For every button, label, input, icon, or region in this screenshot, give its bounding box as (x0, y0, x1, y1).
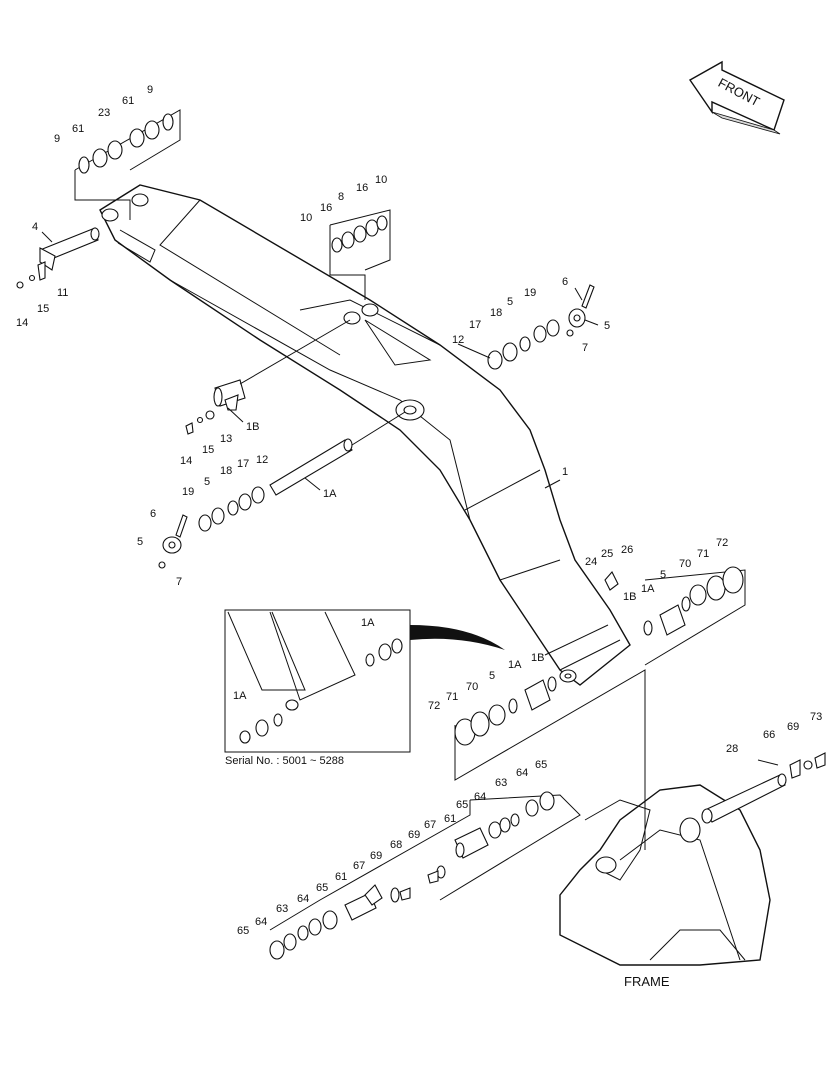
callout-69: 69 (370, 850, 382, 862)
callout-65: 65 (456, 799, 468, 811)
callout-10: 5 (507, 296, 513, 308)
callout-1A: 1A (361, 617, 375, 629)
callout-1A: 1A (508, 659, 522, 671)
callout-22: 19 (182, 486, 194, 498)
callout-64: 64 (516, 767, 528, 779)
callout-12: 9 (147, 84, 153, 96)
callout-64: 64 (474, 791, 486, 803)
callout-70: 70 (466, 681, 478, 693)
callout-64: 64 (297, 893, 309, 905)
callout-20: 17 (237, 458, 249, 470)
callout-17: 14 (180, 455, 192, 467)
callout-23: 23 (98, 107, 110, 119)
callout-16: 13 (220, 433, 232, 445)
callout-21: 18 (220, 465, 232, 477)
callout-4: 1A (323, 488, 337, 500)
callout-8: 6 (150, 508, 156, 520)
callout-67: 67 (424, 819, 436, 831)
callout-15: 12 (256, 454, 268, 466)
serial-inset (224, 609, 505, 753)
callout-61: 28 (726, 743, 738, 755)
callout-17: 14 (16, 317, 28, 329)
callout-26: 26 (621, 544, 633, 556)
callout-69: 69 (787, 721, 799, 733)
callout-21: 18 (490, 307, 502, 319)
callout-7: 5 (137, 536, 143, 548)
callout-1A: 1A (641, 583, 655, 595)
callout-70: 70 (679, 558, 691, 570)
callout-20: 17 (469, 319, 481, 331)
bushing-group-right-upper (487, 284, 595, 370)
callout-9: 7 (176, 576, 182, 588)
front-arrow: FRONT (688, 60, 785, 135)
leader-lines (41, 231, 779, 766)
callout-13: 10 (300, 212, 312, 224)
callout-66: 66 (763, 729, 775, 741)
washer-group-upper-left (74, 109, 181, 220)
callout-6: 1B (246, 421, 259, 433)
callout-72: 72 (716, 537, 728, 549)
callout-25: 25 (601, 548, 613, 560)
washer-group-upper-middle (329, 209, 391, 300)
callout-10: 5 (660, 569, 666, 581)
callout-19: 16 (320, 202, 332, 214)
callout-62: 61 (444, 813, 456, 825)
callout-65: 65 (316, 882, 328, 894)
pin-5-assembly (16, 227, 100, 289)
callout-1: 1 (562, 466, 568, 478)
callout-63: 63 (276, 903, 288, 915)
callout-22: 19 (524, 287, 536, 299)
callout-63: 63 (495, 777, 507, 789)
callout-28: 61 (122, 95, 134, 107)
callout-12: 9 (54, 133, 60, 145)
callout-71: 71 (697, 548, 709, 560)
callout-72: 72 (428, 700, 440, 712)
pin-61 (701, 752, 826, 824)
callout-19: 16 (356, 182, 368, 194)
callout-7: 5 (604, 320, 610, 332)
bushing-group-right-lower (604, 566, 746, 666)
callout-10: 5 (204, 476, 210, 488)
callout-13: 10 (375, 174, 387, 186)
callout-24: 24 (585, 556, 597, 568)
callout-68: 68 (390, 839, 402, 851)
serial-label: Serial No. : 5001 ~ 5288 (225, 755, 344, 767)
frame-label: FRAME (624, 974, 670, 989)
callout-15: 12 (452, 334, 464, 346)
pin-4-assembly (158, 411, 406, 569)
callout-65: 65 (237, 925, 249, 937)
frame (269, 685, 771, 966)
callout-71: 71 (446, 691, 458, 703)
callout-62: 61 (335, 871, 347, 883)
callout-9: 7 (582, 342, 588, 354)
callout-65: 65 (535, 759, 547, 771)
callout-69: 69 (408, 829, 420, 841)
callout-73: 73 (810, 711, 822, 723)
callout-28: 61 (72, 123, 84, 135)
pin-62-lower (269, 884, 411, 960)
callout-18: 15 (37, 303, 49, 315)
bushing-group-middle-lower (454, 669, 646, 781)
callout-10: 5 (489, 670, 495, 682)
callout-1B: 1B (531, 652, 544, 664)
callout-labels: 9 61 23 61 9 4 11 15 14 10 16 8 16 10 6 … (16, 84, 822, 989)
callout-64: 64 (255, 916, 267, 928)
callout-1A: 1A (233, 690, 247, 702)
callout-1B: 1B (623, 591, 636, 603)
callout-18: 15 (202, 444, 214, 456)
callout-67: 67 (353, 860, 365, 872)
pin-62-upper (427, 791, 555, 884)
callout-11: 8 (338, 191, 344, 203)
pin-6-assembly (185, 319, 351, 435)
callout-14: 11 (57, 287, 68, 299)
callout-5: 4 (32, 221, 38, 233)
callout-8: 6 (562, 276, 568, 288)
